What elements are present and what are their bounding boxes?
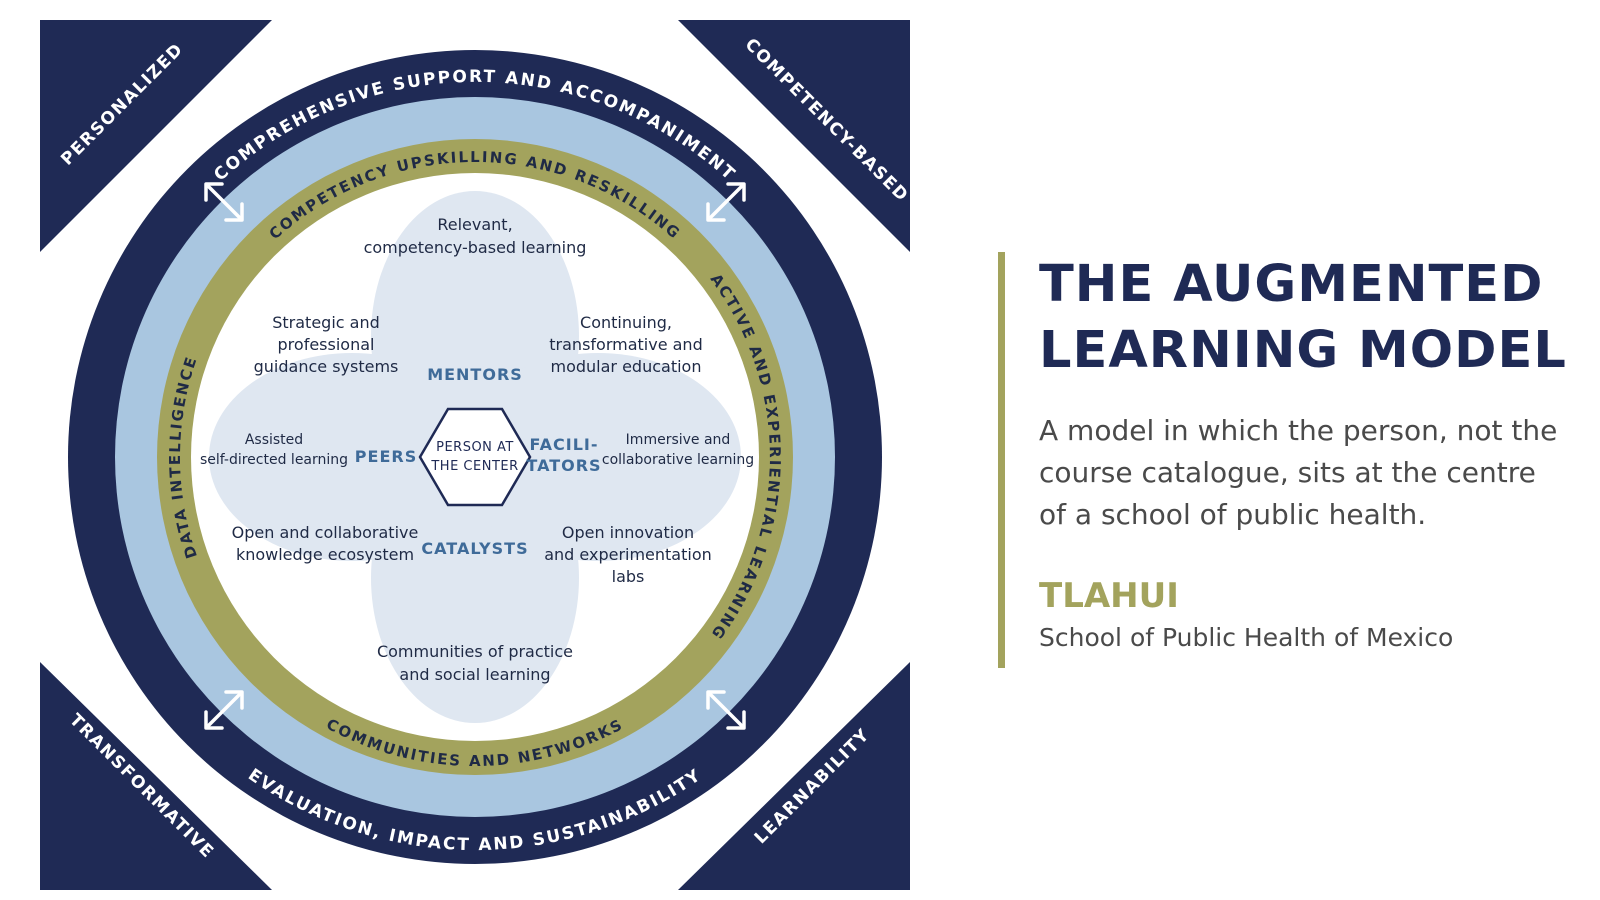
- text-upper-left-line1: Strategic and: [272, 313, 380, 332]
- petal-right: [455, 353, 741, 561]
- page-title: THE AUGMENTED LEARNING MODEL: [1039, 252, 1578, 384]
- text-right-line1: Immersive and: [626, 432, 731, 448]
- text-upper-right-line3: modular education: [551, 357, 702, 376]
- role-facilitators-line1: FACILI-: [530, 435, 599, 454]
- text-bottom-line1: Communities of practice: [377, 642, 573, 661]
- text-left-line2: self-directed learning: [200, 452, 348, 468]
- role-facilitators-line2: TATORS: [526, 456, 601, 475]
- learning-model-diagram: PERSONALIZED COMPETENCY-BASED TRANSFORMA…: [40, 20, 910, 890]
- organization-name: TLAHUI: [1039, 576, 1179, 616]
- text-top-line1: Relevant,: [437, 215, 512, 234]
- text-upper-left-line2: professional: [278, 335, 375, 354]
- side-panel: THE AUGMENTED LEARNING MODEL A model in …: [998, 252, 1578, 668]
- role-catalysts: CATALYSTS: [421, 539, 528, 558]
- text-lower-right-line2: and experimentation: [544, 545, 712, 564]
- arrow-bottom-left: [206, 692, 242, 728]
- text-top-line2: competency-based learning: [364, 238, 587, 257]
- text-right-line2: collaborative learning: [602, 452, 754, 468]
- title-line-1: THE AUGMENTED: [1039, 255, 1544, 314]
- text-lower-right-line1: Open innovation: [562, 523, 694, 542]
- subtitle: A model in which the person, not the cou…: [1039, 414, 1558, 531]
- text-upper-right-line1: Continuing,: [580, 313, 672, 332]
- petal-group: [209, 191, 741, 723]
- text-lower-left-line1: Open and collaborative: [232, 523, 419, 542]
- arrow-bottom-right: [708, 692, 744, 728]
- role-mentors: MENTORS: [427, 365, 523, 384]
- person-at-center-hexagon: [418, 407, 532, 507]
- text-bottom-line2: and social learning: [399, 665, 550, 684]
- arrow-top-left: [206, 184, 242, 220]
- corner-triangle-top-left: [40, 20, 272, 252]
- arrow-top-right: [708, 184, 744, 220]
- corner-triangle-bottom-left: [40, 662, 272, 890]
- center-label-line2: THE CENTER: [430, 459, 518, 474]
- text-upper-left-line3: guidance systems: [254, 357, 399, 376]
- text-left-line1: Assisted: [245, 432, 303, 448]
- title-line-2: LEARNING MODEL: [1039, 321, 1567, 380]
- center-label-line1: PERSON AT: [436, 440, 514, 455]
- arrow-group: [206, 184, 744, 728]
- petal-left: [209, 353, 495, 561]
- text-lower-left-line2: knowledge ecosystem: [236, 545, 414, 564]
- role-peers: PEERS: [355, 447, 417, 466]
- corner-triangle-top-right: [678, 20, 910, 252]
- organization-detail: School of Public Health of Mexico: [1039, 623, 1454, 652]
- text-lower-right-line3: labs: [612, 567, 645, 586]
- arrowhead-group: [204, 182, 746, 730]
- corner-triangle-bottom-right: [678, 662, 910, 890]
- text-upper-right-line2: transformative and: [549, 335, 702, 354]
